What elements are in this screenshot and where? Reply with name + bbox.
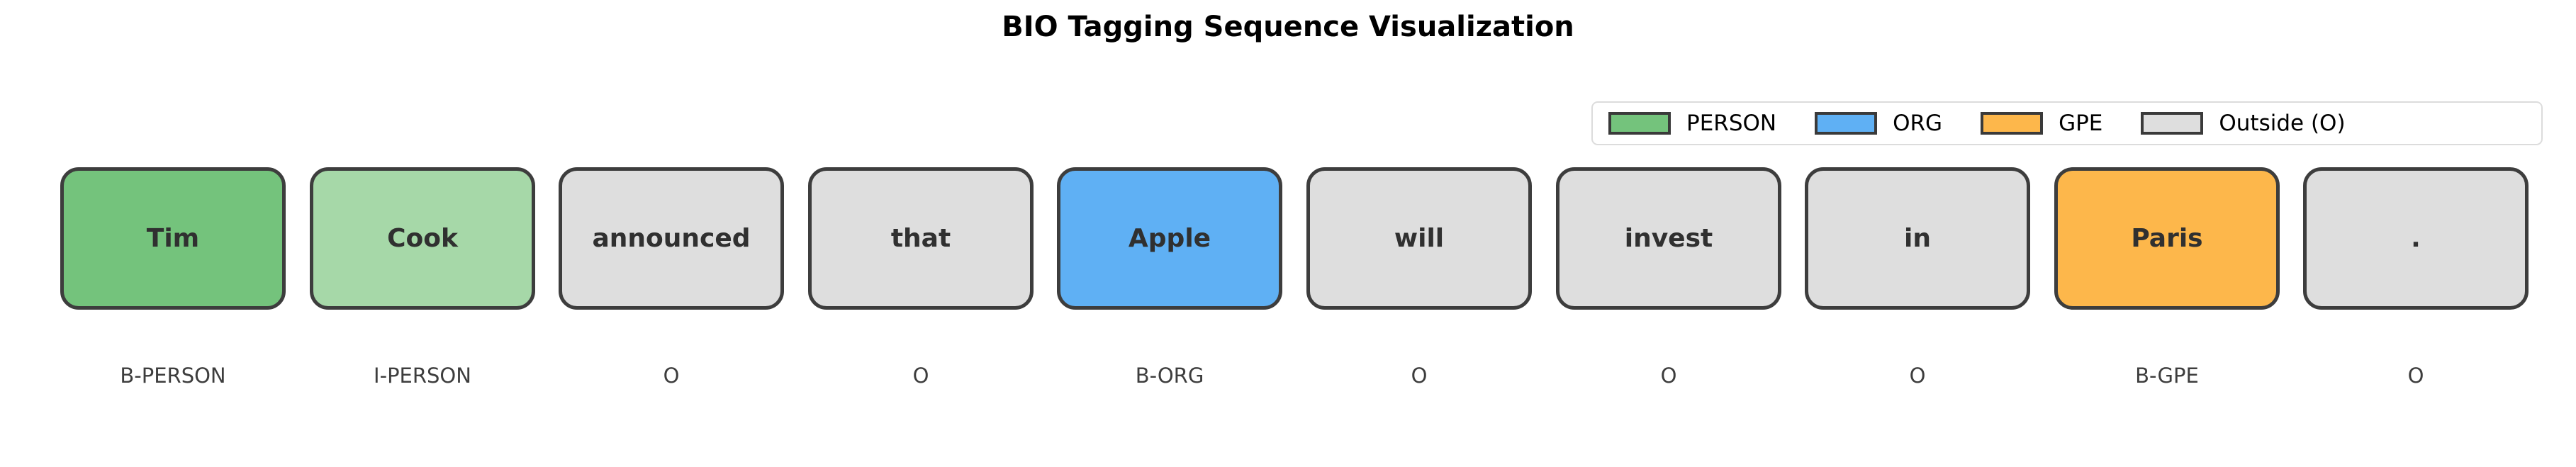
token-label: invest xyxy=(1624,223,1713,253)
token-cell[interactable]: . xyxy=(2303,167,2529,310)
legend-entry-person[interactable]: PERSON xyxy=(1608,103,1776,144)
legend-entry-outside-o[interactable]: Outside (O) xyxy=(2141,103,2346,144)
tag-cell: O xyxy=(808,363,1034,388)
token-label: Apple xyxy=(1128,223,1211,253)
tag-cell: O xyxy=(1805,363,2030,388)
token-box[interactable]: will xyxy=(1306,167,1532,310)
legend-label: ORG xyxy=(1893,111,1943,136)
token-label: Paris xyxy=(2131,223,2203,253)
legend-swatch-person xyxy=(1608,112,1671,135)
tag-label: I-PERSON xyxy=(374,364,471,388)
token-cell[interactable]: Cook xyxy=(310,167,535,310)
token-cell[interactable]: invest xyxy=(1556,167,1781,310)
token-label: Cook xyxy=(387,223,458,253)
token-label: that xyxy=(890,223,951,253)
tag-cell: O xyxy=(1556,363,1781,388)
tag-cell: B-ORG xyxy=(1057,363,1282,388)
legend-label: Outside (O) xyxy=(2219,111,2346,136)
token-label: Tim xyxy=(146,223,200,253)
token-box[interactable]: Paris xyxy=(2054,167,2280,310)
token-box[interactable]: that xyxy=(808,167,1034,310)
token-cell[interactable]: will xyxy=(1306,167,1532,310)
token-label: in xyxy=(1904,223,1931,253)
tag-label: O xyxy=(1909,364,1926,388)
tag-label: O xyxy=(2407,364,2424,388)
legend-swatch-outside xyxy=(2141,112,2204,135)
token-label: announced xyxy=(592,223,751,253)
tag-cell: B-GPE xyxy=(2054,363,2280,388)
token-box[interactable]: . xyxy=(2303,167,2529,310)
tag-cell: O xyxy=(2303,363,2529,388)
tag-label: B-PERSON xyxy=(120,364,226,388)
legend-swatch-org xyxy=(1815,112,1878,135)
token-cell[interactable]: Apple xyxy=(1057,167,1282,310)
token-cell[interactable]: in xyxy=(1805,167,2030,310)
tag-label: O xyxy=(663,364,680,388)
tag-label: B-ORG xyxy=(1135,364,1204,388)
tag-sequence: B-PERSON I-PERSON O O B-ORG O O O B-GPE O xyxy=(60,363,2527,398)
tag-cell: B-PERSON xyxy=(60,363,286,388)
tag-label: B-GPE xyxy=(2135,364,2199,388)
token-cell[interactable]: announced xyxy=(559,167,784,310)
token-box[interactable]: Tim xyxy=(60,167,286,310)
legend-label: PERSON xyxy=(1686,111,1777,136)
tag-cell: O xyxy=(559,363,784,388)
legend-entry-org[interactable]: ORG xyxy=(1815,103,1942,144)
token-cell[interactable]: that xyxy=(808,167,1034,310)
token-box[interactable]: Cook xyxy=(310,167,535,310)
page-title: BIO Tagging Sequence Visualization xyxy=(1002,11,1574,43)
token-sequence: Tim Cook announced that Apple will invest in Par… xyxy=(60,167,2529,310)
token-box[interactable]: Apple xyxy=(1057,167,1282,310)
token-cell[interactable]: Paris xyxy=(2054,167,2280,310)
tag-label: O xyxy=(1411,364,1428,388)
legend-label: GPE xyxy=(2059,111,2103,136)
token-box[interactable]: in xyxy=(1805,167,2030,310)
token-label: will xyxy=(1394,223,1445,253)
token-box[interactable]: announced xyxy=(559,167,784,310)
token-label: . xyxy=(2411,223,2421,253)
tag-cell: O xyxy=(1306,363,1532,388)
tag-label: O xyxy=(1660,364,1677,388)
token-cell[interactable]: Tim xyxy=(60,167,286,310)
token-box[interactable]: invest xyxy=(1556,167,1781,310)
legend: PERSON ORG GPE Outside (O) xyxy=(1591,101,2543,145)
legend-entry-gpe[interactable]: GPE xyxy=(1981,103,2102,144)
tag-label: O xyxy=(912,364,929,388)
legend-swatch-gpe xyxy=(1981,112,2044,135)
tag-cell: I-PERSON xyxy=(310,363,535,388)
